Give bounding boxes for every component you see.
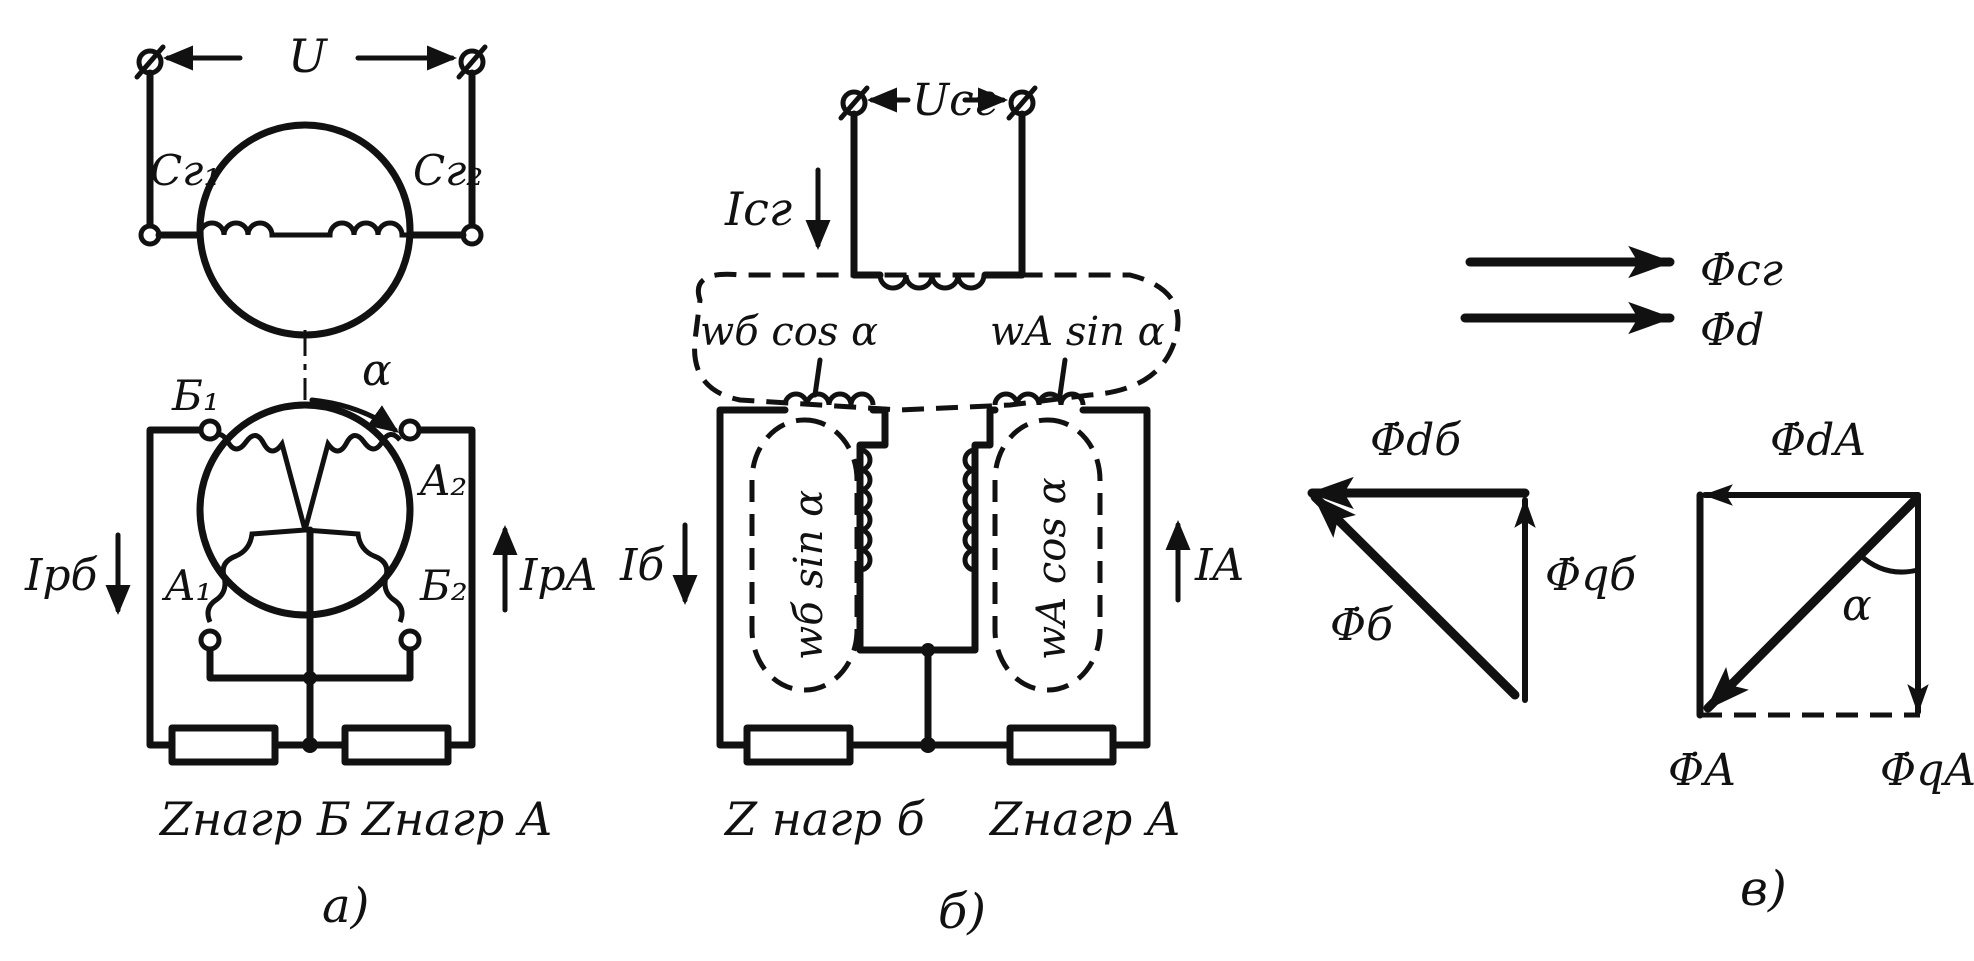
caption-b: б)	[938, 884, 986, 940]
load-resistor-b	[168, 724, 279, 766]
terminal-top-right	[456, 44, 488, 80]
panel-a: U Cг₁ Cг₂ α Б₁	[24, 29, 597, 934]
vector-flux-a	[1703, 495, 1920, 713]
coupling-outline-top	[692, 271, 1181, 413]
load-resistor-a2	[1006, 724, 1117, 766]
angle-label-v: α	[1842, 580, 1872, 631]
rotor-terminal-b1	[198, 418, 222, 442]
label-a2: A₂	[416, 456, 467, 505]
winding-label-a-sin: wA sin α	[990, 309, 1165, 355]
load-resistor-b2	[743, 724, 854, 766]
oval-outline-a	[992, 417, 1103, 693]
winding-label-a-cos: wA cos α	[1029, 477, 1075, 660]
winding-a-sin	[992, 391, 1086, 406]
oval-outline-b	[749, 417, 860, 693]
current-label-b2: Iб	[619, 540, 664, 591]
winding-b-cos	[782, 391, 876, 406]
load-label-b2: Z нагр б	[723, 792, 926, 846]
flux-da-label: Φ̇dA	[1770, 415, 1866, 466]
voltage-label: U	[288, 29, 329, 83]
current-label-b: Iрб	[24, 550, 98, 601]
load-label-a: Zнагр A	[360, 792, 552, 846]
flux-qb-label: Φ̇qб	[1545, 550, 1636, 601]
panel-b: Uсг Iсг wб cos α wA sin α wб sin α wA co…	[619, 75, 1244, 940]
label-a1: A₁	[161, 561, 212, 610]
voltage-label-b: Uсг	[912, 75, 996, 126]
outer-wire-left	[146, 426, 204, 749]
load-resistor-a	[341, 724, 452, 766]
rotor-circle	[196, 401, 414, 619]
current-label-sg: Iсг	[724, 182, 792, 236]
flux-b-label: Φ̇б	[1330, 600, 1393, 651]
caption-a: а)	[322, 878, 369, 934]
vector-flux-b	[1310, 492, 1520, 700]
flux-sg-label: Φ̇сг	[1700, 245, 1783, 296]
flux-a-label: Φ̇A	[1668, 745, 1736, 796]
stator-winding	[197, 220, 410, 238]
caption-v: в)	[1740, 861, 1787, 917]
current-label-a2: IA	[1194, 540, 1244, 591]
terminal-top-left-b	[838, 85, 870, 121]
flux-qa-label: Φ̇qA	[1880, 745, 1974, 796]
winding-label-b-sin: wб sin α	[786, 490, 832, 660]
terminal-top-right-b	[1006, 85, 1038, 121]
panel-v: Φ̇сг Φ̇d Φ̇dб Φ̇qб Φ̇б Φ̇dA α Φ̇A Φ̇qA в…	[1307, 245, 1974, 917]
angle-arc	[309, 397, 400, 433]
angle-label: α	[362, 345, 392, 396]
stator-label-right: Cг₂	[413, 146, 483, 195]
rotor-terminal-a2	[398, 418, 422, 442]
angle-arc-v	[1857, 552, 1921, 575]
stator-label-left: Cг₁	[150, 146, 220, 195]
winding-a-cos	[962, 447, 976, 573]
load-label-a2: Zнагр A	[988, 792, 1180, 846]
load-label-b: Zнагр Б	[158, 792, 351, 846]
winding-b-sin	[859, 447, 873, 573]
terminal-top-left	[134, 44, 166, 80]
flux-d-label: Φ̇d	[1700, 305, 1764, 356]
label-b1: Б₁	[171, 371, 220, 420]
outer-wire-right	[416, 426, 476, 749]
rotor-terminal-a1	[198, 628, 222, 652]
rotor-windings	[205, 432, 405, 623]
rotor-terminal-b2	[398, 628, 422, 652]
label-b2: Б₂	[419, 561, 468, 610]
flux-db-label: Φ̇dб	[1370, 415, 1461, 466]
winding-label-b-cos: wб cos α	[700, 309, 878, 355]
current-label-a: IрA	[519, 550, 597, 601]
